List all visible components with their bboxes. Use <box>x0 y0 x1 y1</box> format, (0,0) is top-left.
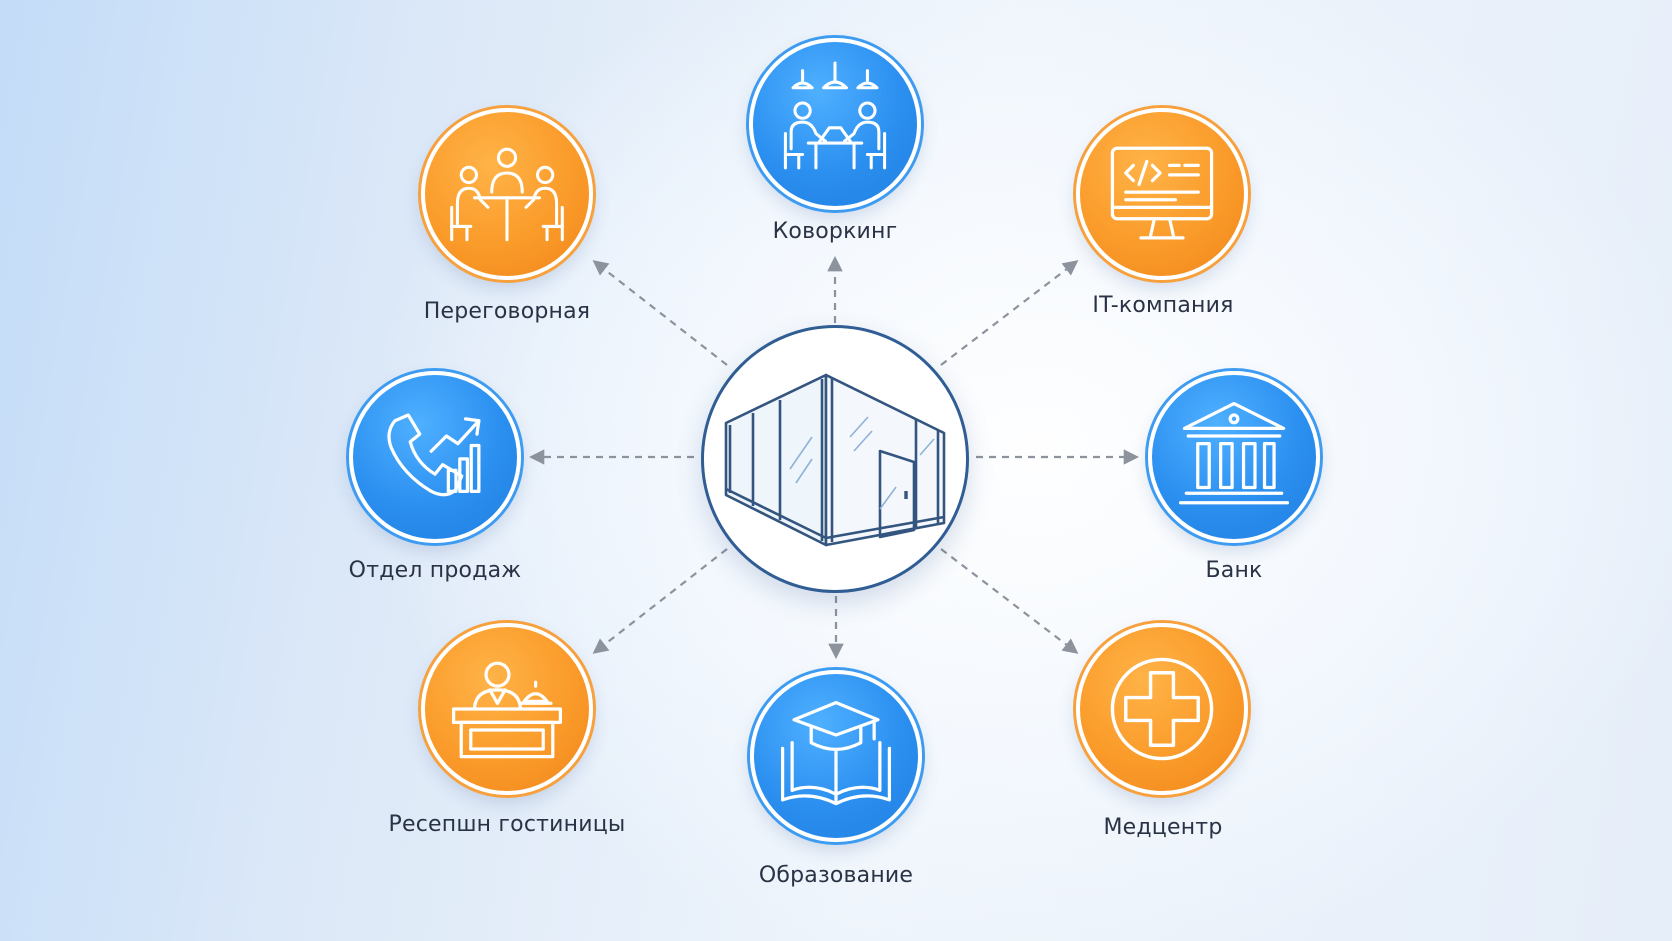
coworking-table-icon <box>783 61 887 170</box>
code-monitor-icon <box>1110 146 1214 240</box>
arrow-to-meeting <box>592 260 728 366</box>
reception-desk-icon <box>451 661 563 759</box>
node-meeting-room <box>421 108 593 280</box>
phone-growth-chart-icon <box>387 413 481 497</box>
node-hotel-reception <box>421 623 593 795</box>
center-cabin-node <box>701 325 969 593</box>
bank-building-icon <box>1178 401 1290 505</box>
node-bank <box>1148 371 1320 543</box>
label-sales-department: Отдел продаж <box>348 558 522 583</box>
medical-cross-icon <box>1110 657 1214 761</box>
node-it-company <box>1076 108 1248 280</box>
arrow-to-reception <box>592 548 728 654</box>
label-coworking: Коворкинг <box>772 219 898 244</box>
node-medcenter <box>1076 623 1248 795</box>
glass-office-cabin-icon <box>724 373 946 547</box>
label-education: Образование <box>758 863 914 888</box>
graduation-book-icon <box>780 700 892 806</box>
label-medcenter: Медцентр <box>1103 815 1223 840</box>
node-coworking <box>749 38 921 210</box>
arrow-to-medcenter <box>940 548 1079 654</box>
node-education <box>750 670 922 842</box>
node-sales-department <box>349 371 521 543</box>
label-meeting-room: Переговорная <box>423 299 591 324</box>
arrow-to-it <box>940 260 1079 366</box>
label-it-company: IT-компания <box>1092 293 1234 318</box>
meeting-table-icon <box>450 147 564 242</box>
label-bank: Банк <box>1205 558 1263 583</box>
label-hotel-reception: Ресепшн гостиницы <box>388 812 626 837</box>
